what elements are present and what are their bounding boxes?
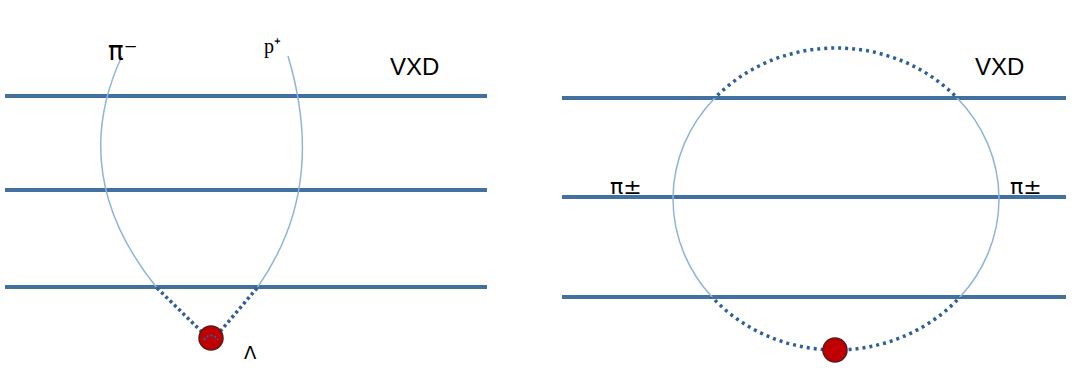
detector-layer	[562, 98, 1066, 297]
decay-vertex	[823, 338, 847, 362]
detector-label: VXD	[975, 55, 1024, 79]
detector-layer	[5, 96, 487, 287]
decay-vertex	[199, 326, 223, 350]
particle-label: π±	[1010, 176, 1042, 198]
particle-label: π⁻	[108, 38, 137, 64]
particle-label: p⁺	[264, 36, 281, 56]
particle-track	[673, 98, 999, 297]
extrapolated-track	[204, 336, 218, 341]
particle-track	[101, 56, 303, 287]
particle-label: Λ	[244, 344, 256, 362]
extrapolated-track	[673, 48, 999, 98]
detector-label: VXD	[390, 55, 439, 79]
particle-label: π±	[610, 176, 642, 198]
